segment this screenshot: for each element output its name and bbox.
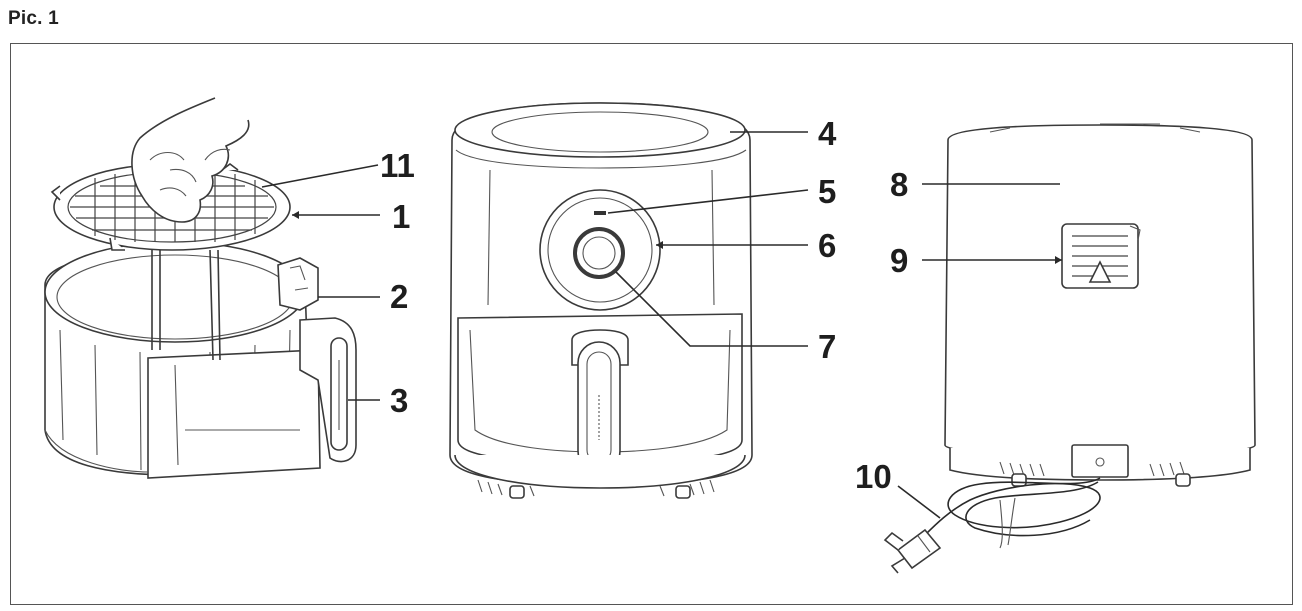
figure-caption: Pic. 1 (8, 8, 59, 29)
cord-outlet (1071, 444, 1129, 478)
callout-8: 8 (890, 166, 908, 203)
callout-4: 4 (818, 115, 837, 152)
air-fryer-front (449, 102, 753, 499)
base-vents (477, 479, 715, 497)
callout-2: 2 (390, 278, 408, 315)
callout-numbers: 11 1 2 3 4 5 6 7 8 9 10 (380, 115, 908, 495)
callout-9: 9 (890, 242, 908, 279)
basket-assembly (44, 97, 357, 479)
air-outlet-slats (1072, 235, 1128, 277)
callout-3: 3 (390, 382, 408, 419)
callout-11: 11 (380, 147, 415, 184)
callout-7: 7 (818, 328, 836, 365)
leader-lines (261, 131, 1062, 519)
callout-6: 6 (818, 227, 836, 264)
fryer-base (454, 454, 746, 489)
indicator-light (594, 211, 606, 215)
leader-5 (607, 189, 809, 214)
leader-7 (615, 271, 808, 347)
callout-10: 10 (855, 458, 892, 495)
fryer-back-body (944, 124, 1256, 457)
leader-10 (897, 485, 941, 519)
basket-front-cutout (147, 349, 321, 479)
callout-5: 5 (818, 173, 836, 210)
basket-rim (44, 241, 306, 343)
basket-handle-bracket (277, 257, 319, 311)
control-knob (573, 227, 625, 279)
callout-1: 1 (392, 198, 410, 235)
air-fryer-back (883, 123, 1256, 574)
power-cord (924, 477, 1101, 536)
leader-11 (261, 164, 379, 188)
fryer-lid (454, 102, 746, 158)
power-plug (896, 528, 942, 570)
hand (131, 97, 250, 223)
